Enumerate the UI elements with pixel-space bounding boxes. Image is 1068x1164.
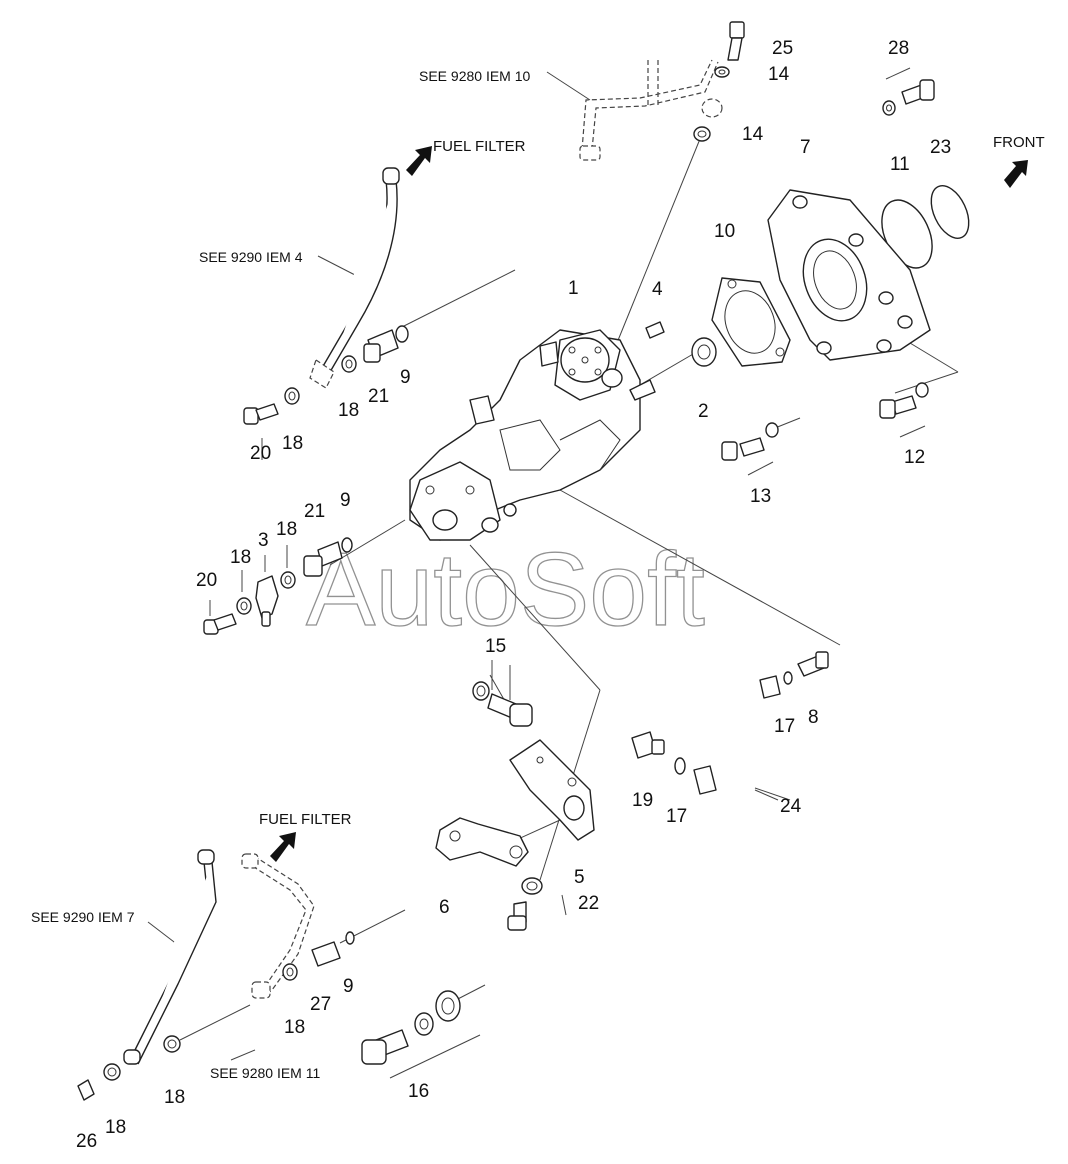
callout-9: 9	[343, 976, 354, 997]
seal-2	[691, 337, 717, 367]
front-label: FRONT	[993, 134, 1045, 151]
bolt-28	[882, 79, 935, 116]
fuel-filter-label-top: FUEL FILTER	[433, 138, 526, 155]
callout-20: 20	[250, 443, 271, 464]
bolt-16	[361, 990, 461, 1065]
callout-18: 18	[284, 1017, 305, 1038]
callout-18: 18	[282, 433, 303, 454]
callout-25: 25	[772, 38, 793, 59]
callout-6: 6	[439, 897, 450, 918]
callout-27: 27	[310, 994, 331, 1015]
watermark-text: AutoSoft	[306, 532, 705, 648]
bracket-5	[509, 739, 595, 841]
bolt-22	[507, 877, 543, 931]
callout-12: 12	[904, 447, 925, 468]
strap-6	[435, 817, 529, 867]
fittings-upper-left	[243, 325, 409, 425]
bolt-12	[879, 382, 929, 419]
callout-9: 9	[400, 367, 411, 388]
o-ring-23	[930, 185, 970, 239]
callout-9: 9	[340, 490, 351, 511]
fuel-line-9290-iem4	[309, 167, 400, 389]
callout-18: 18	[105, 1117, 126, 1138]
ref-9290-iem-7: SEE 9290 IEM 7	[31, 909, 135, 925]
callout-16: 16	[408, 1081, 429, 1102]
fuel-pump-1	[409, 329, 656, 541]
gasket-10	[711, 277, 791, 367]
fittings-bottom-left	[77, 931, 355, 1101]
callout-21: 21	[368, 386, 389, 407]
callout-7: 7	[800, 137, 811, 158]
callout-22: 22	[578, 893, 599, 914]
callout-8: 8	[808, 707, 819, 728]
fuel-line-24	[631, 651, 829, 802]
callout-21: 21	[304, 501, 325, 522]
callout-2: 2	[698, 401, 709, 422]
callout-18: 18	[164, 1087, 185, 1108]
callout-19: 19	[632, 790, 653, 811]
bolt-13	[721, 422, 779, 461]
callout-17: 17	[666, 806, 687, 827]
callout-18: 18	[230, 547, 251, 568]
fuel-line-9280-iem10	[579, 59, 723, 161]
callout-3: 3	[258, 530, 269, 551]
bolt-15	[472, 681, 533, 727]
bolt-25	[693, 21, 745, 142]
ref-9280-iem-11: SEE 9280 IEM 11	[210, 1065, 320, 1081]
callout-10: 10	[714, 221, 735, 242]
callout-24: 24	[780, 796, 802, 817]
fuel-filter-label-bottom: FUEL FILTER	[259, 811, 352, 828]
callout-18: 18	[276, 519, 297, 540]
fittings-middle-left	[203, 537, 353, 635]
callout-17: 17	[774, 716, 795, 737]
ref-9290-iem-4: SEE 9290 IEM 4	[199, 249, 303, 265]
fuel-filter-arrow-icon-bottom	[270, 832, 296, 862]
fuel-line-9280-iem11	[241, 853, 315, 999]
ref-9280-iem-10: SEE 9280 IEM 10	[419, 68, 531, 84]
callout-15: 15	[485, 636, 506, 657]
callout-5: 5	[574, 867, 585, 888]
callout-11: 11	[890, 154, 910, 175]
callout-23: 23	[930, 137, 951, 158]
fuel-line-9290-iem7	[123, 849, 217, 1065]
adapter-housing-7	[767, 189, 931, 361]
front-arrow-icon	[1004, 160, 1028, 188]
callout-28: 28	[888, 38, 909, 59]
fuel-filter-arrow-icon-top	[406, 146, 432, 176]
callout-20: 20	[196, 570, 217, 591]
key-4	[645, 321, 665, 339]
callout-26: 26	[76, 1131, 97, 1152]
callout-14: 14	[768, 64, 790, 85]
callout-18: 18	[338, 400, 359, 421]
callout-14: 14	[742, 124, 764, 145]
callout-13: 13	[750, 486, 771, 507]
callout-4: 4	[652, 279, 663, 300]
callout-1: 1	[568, 278, 579, 299]
